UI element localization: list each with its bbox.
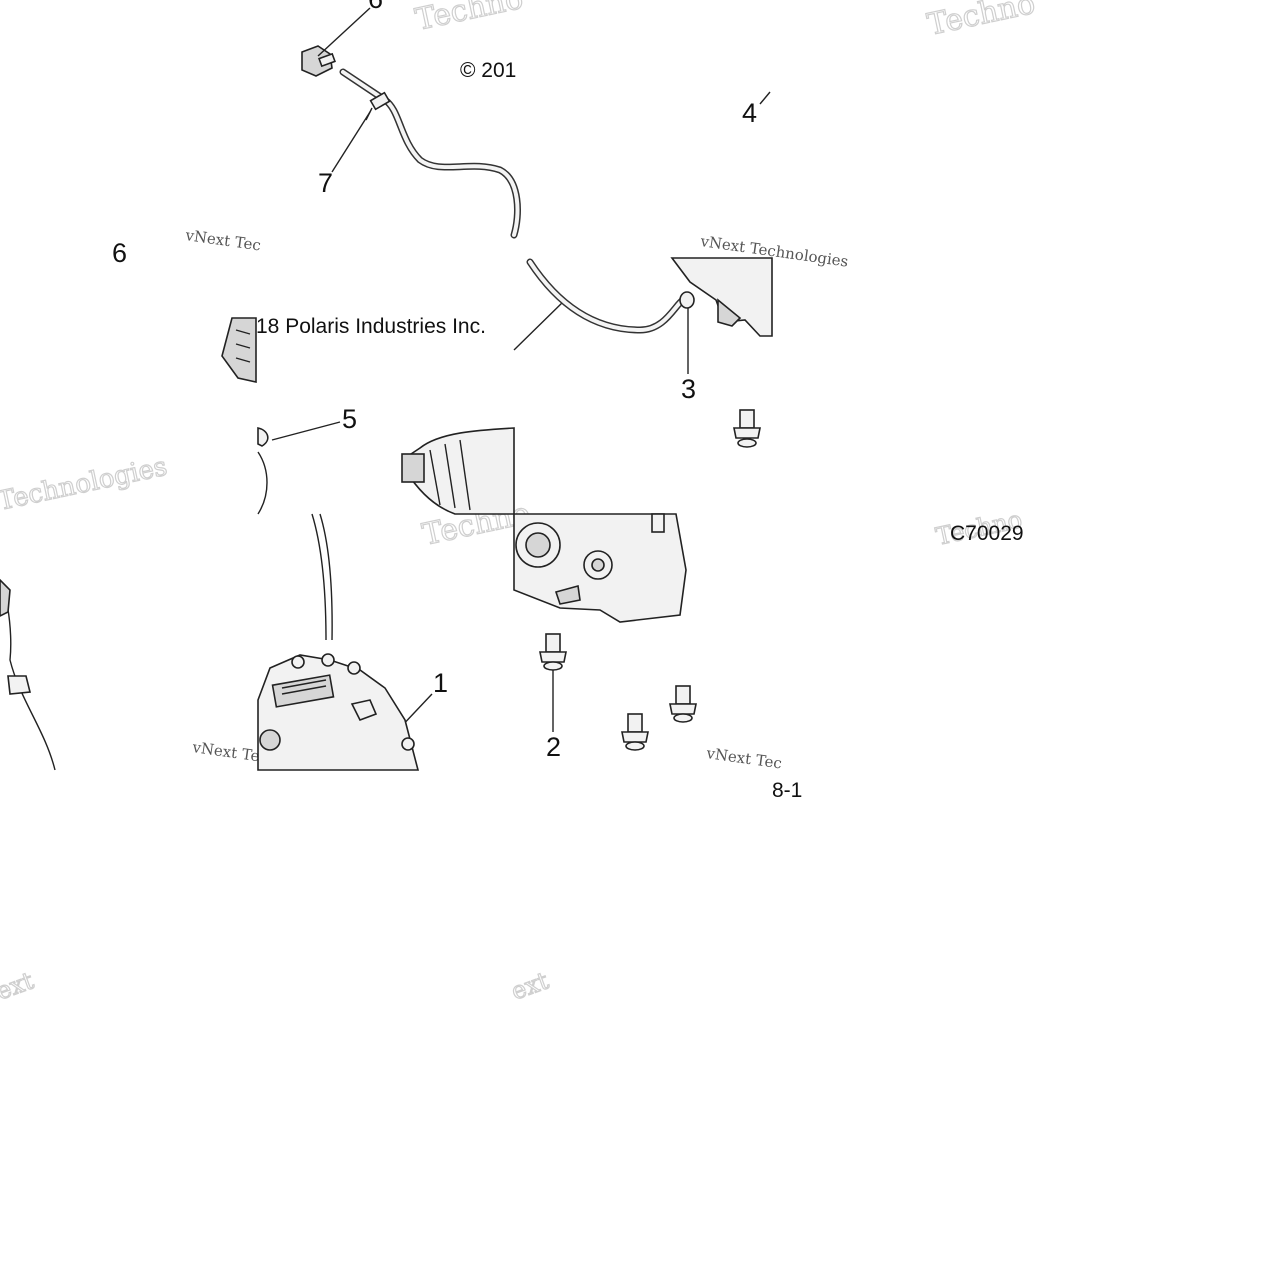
callout-3: 3 xyxy=(681,374,696,404)
watermark-2: Techno xyxy=(924,0,1038,43)
leader-4 xyxy=(759,91,771,105)
hose-clip-7 xyxy=(365,91,391,121)
wire-left xyxy=(0,578,56,771)
watermark-7: vNext Tec xyxy=(704,744,783,773)
leader-6-top xyxy=(317,7,371,57)
gearcase-upper xyxy=(670,257,773,337)
leader-mid-hose xyxy=(513,299,566,351)
bolt-upper xyxy=(733,409,761,448)
bolt-2a xyxy=(539,633,567,671)
watermark-fragment-bottom: ext xyxy=(0,966,38,1005)
gearcase-front-housing xyxy=(401,427,515,515)
callout-1: 1 xyxy=(433,668,448,698)
callout-4: 4 xyxy=(742,98,757,128)
callout-6-top: 6 xyxy=(368,0,383,14)
figure-code: C70029 xyxy=(950,522,1024,545)
callout-7: 7 xyxy=(318,168,333,198)
watermark-1: Techno xyxy=(412,0,526,38)
copyright-notice: 18 Polaris Industries Inc. xyxy=(256,315,486,338)
gearcase-rear-housing xyxy=(513,513,687,623)
page-reference: 8-1 xyxy=(772,779,802,802)
wire-clip-5 xyxy=(257,427,269,515)
bolt-2b xyxy=(669,685,697,723)
bolt-2c xyxy=(621,713,649,751)
callout-6-left: 6 xyxy=(112,238,127,268)
callout-5: 5 xyxy=(342,404,357,434)
copyright-fragment-top: © 201 xyxy=(460,59,516,82)
sensor-connector-top xyxy=(301,45,336,77)
vent-hose-middle xyxy=(526,258,695,334)
watermark-3: vNext Tec xyxy=(183,226,262,255)
front-gearcase-1 xyxy=(257,653,420,771)
callout-2: 2 xyxy=(546,732,561,762)
leader-5 xyxy=(271,421,341,441)
speed-sensor-left xyxy=(221,317,257,383)
watermark-6: Technologies xyxy=(0,452,170,517)
sensor-wire-2 xyxy=(319,513,333,641)
watermark-group: Techno Techno vNext Tec vNext Technologi… xyxy=(0,0,1039,1006)
watermark-9: ext xyxy=(507,966,552,1005)
leader-7 xyxy=(331,111,371,173)
sensor-wire xyxy=(311,513,327,641)
breather-hose xyxy=(339,68,521,239)
